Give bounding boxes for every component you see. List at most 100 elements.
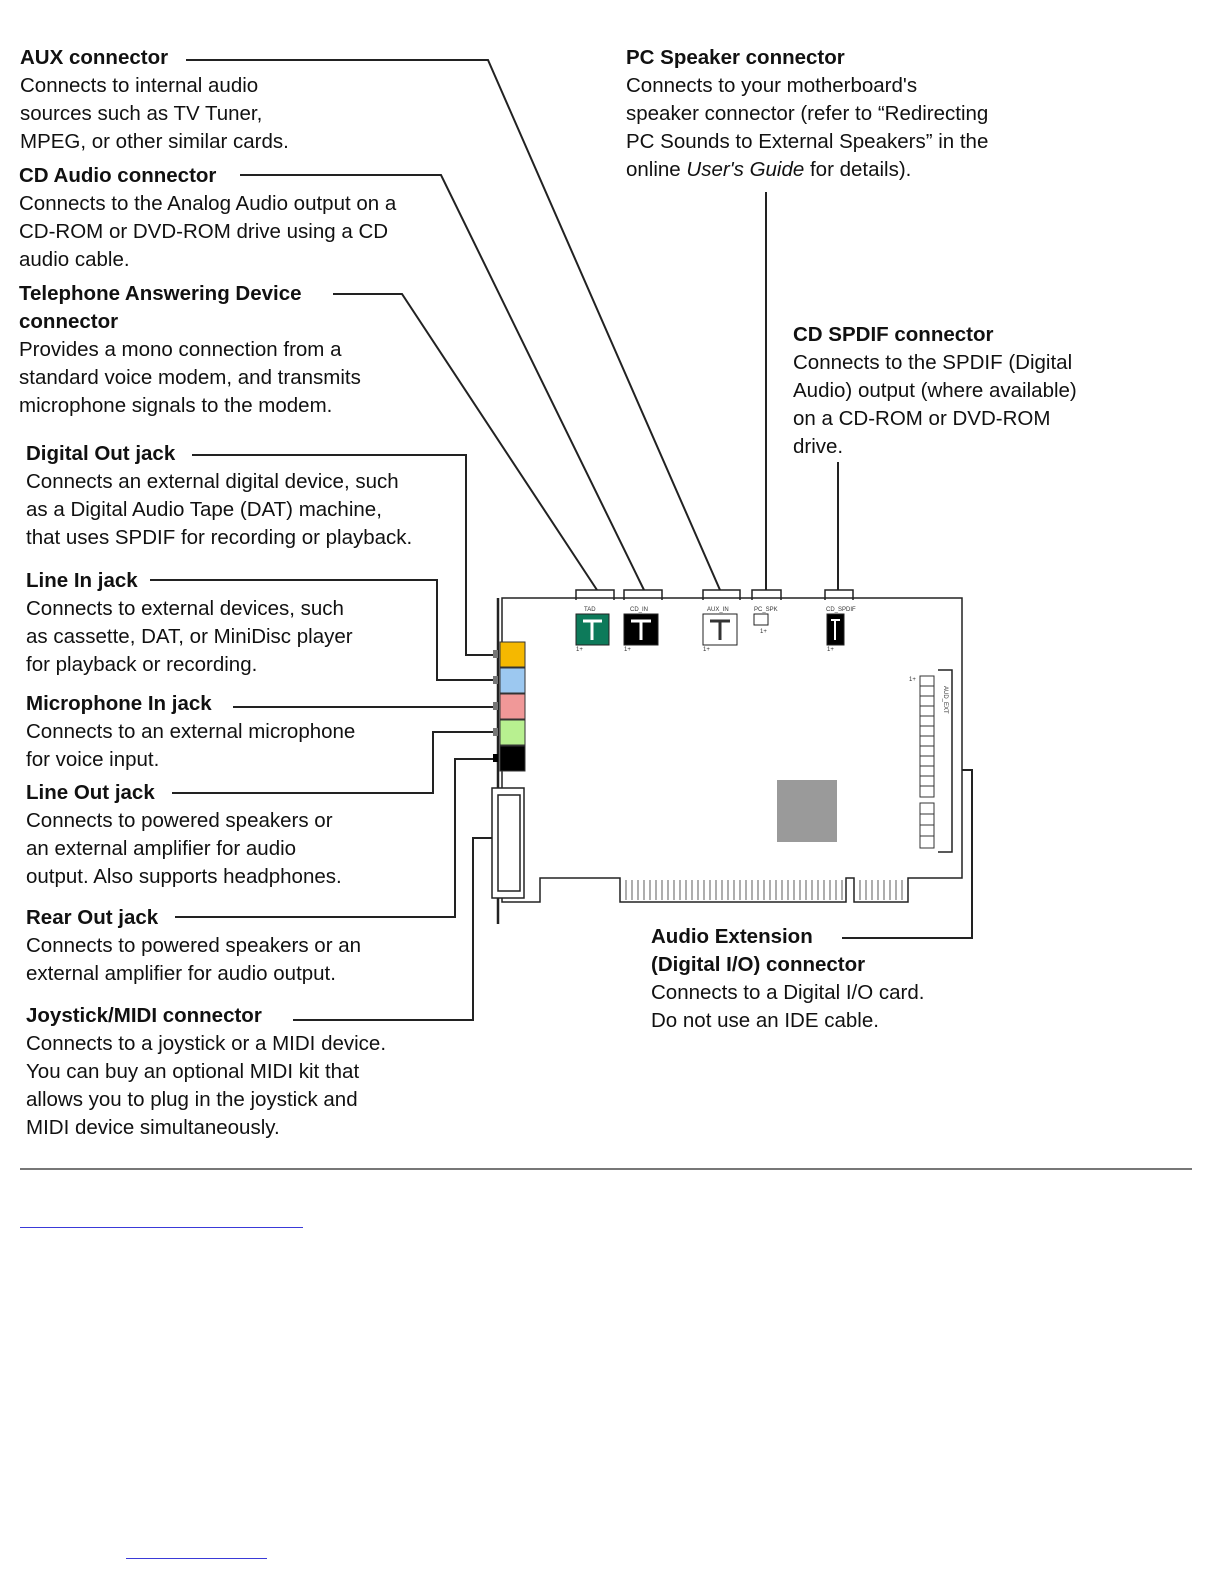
leader-joystick xyxy=(293,837,492,1021)
card-board-outline xyxy=(501,597,963,903)
aux-desc-1: Connects to internal audio xyxy=(20,74,259,97)
mic-in-title: Microphone In jack xyxy=(26,692,212,715)
cd-spdif-callout: CD SPDIF connector Connects to the SPDIF… xyxy=(793,321,1077,461)
leader-cd-audio xyxy=(240,174,645,591)
joystick-title: Joystick/MIDI connector xyxy=(26,1004,262,1027)
tad-desc-2: standard voice modem, and transmits xyxy=(19,366,361,389)
cd-audio-desc-2: CD-ROM or DVD-ROM drive using a CD xyxy=(19,220,389,243)
users-guide-title: User's Guide xyxy=(686,158,805,181)
mic-in-callout: Microphone In jack Connects to an extern… xyxy=(26,690,355,774)
tad-callout: Telephone Answering Device connector Pro… xyxy=(19,280,361,420)
board-label-pin1-pc-spk: 1+ xyxy=(760,629,767,635)
pc-speaker-desc-4-prefix: online xyxy=(626,158,687,181)
line-out-title: Line Out jack xyxy=(26,781,155,804)
tad-title-2: connector xyxy=(19,310,119,333)
board-label-pc-spk: PC_SPK xyxy=(754,607,778,613)
tad-title-1: Telephone Answering Device xyxy=(19,282,302,305)
jack-line-out xyxy=(499,719,526,746)
board-label-pin1-cd-spdif: 1+ xyxy=(827,647,834,653)
board-label-aud-ext: AUD_EXT xyxy=(942,686,948,714)
joystick-desc-3: allows you to plug in the joystick and xyxy=(26,1088,358,1111)
pc-speaker-desc-2: speaker connector (refer to “Redirecting xyxy=(626,102,989,125)
line-out-desc-2: an external amplifier for audio xyxy=(26,837,297,860)
rear-out-title: Rear Out jack xyxy=(26,906,159,929)
digital-out-title: Digital Out jack xyxy=(26,442,176,465)
digital-out-callout: Digital Out jack Connects an external di… xyxy=(26,440,412,552)
joystick-desc-4: MIDI device simultaneously. xyxy=(26,1116,280,1139)
board-label-tad: TAD xyxy=(584,607,596,613)
audio-ext-desc-2: Do not use an IDE cable. xyxy=(651,1009,879,1032)
leader-line-in xyxy=(150,579,497,681)
mic-in-desc-2: for voice input. xyxy=(26,748,160,771)
audio-ext-title-2: (Digital I/O) connector xyxy=(651,953,866,976)
cd-spdif-desc-2: Audio) output (where available) xyxy=(793,379,1077,402)
jack-rear-out xyxy=(499,745,526,772)
cd-audio-desc-3: audio cable. xyxy=(19,248,130,271)
jack-digital-out xyxy=(499,641,526,668)
board-label-aux-in: AUX_IN xyxy=(707,607,729,613)
board-label-pin1-aud-ext: 1+ xyxy=(909,677,916,683)
jack-line-in xyxy=(499,667,526,694)
line-in-desc-3: for playback or recording. xyxy=(26,653,258,676)
board-label-pin1-aux-in: 1+ xyxy=(703,647,710,653)
edge-pins-small xyxy=(859,880,903,900)
digital-out-desc-3: that uses SPDIF for recording or playbac… xyxy=(26,526,413,549)
leader-line-out xyxy=(172,731,497,794)
tad-desc-3: microphone signals to the modem. xyxy=(19,394,333,417)
board-label-pin1-tad: 1+ xyxy=(576,647,583,653)
line-out-desc-1: Connects to powered speakers or xyxy=(26,809,333,832)
line-in-desc-1: Connects to external devices, such xyxy=(26,597,344,620)
digital-out-desc-1: Connects an external digital device, suc… xyxy=(26,470,399,493)
line-out-callout: Line Out jack Connects to powered speake… xyxy=(26,779,342,891)
line-in-desc-2: as cassette, DAT, or MiniDisc player xyxy=(26,625,353,648)
cd-spdif-desc-3: on a CD-ROM or DVD-ROM xyxy=(793,407,1051,430)
pc-speaker-title: PC Speaker connector xyxy=(626,46,845,69)
rear-out-desc-2: external amplifier for audio output. xyxy=(26,962,336,985)
edge-pins-main xyxy=(625,880,843,900)
mic-in-desc-1: Connects to an external microphone xyxy=(26,720,356,743)
joystick-desc-1: Connects to a joystick or a MIDI device. xyxy=(26,1032,387,1055)
pc-speaker-desc-3: PC Sounds to External Speakers” in the xyxy=(626,130,989,153)
joystick-desc-2: You can buy an optional MIDI kit that xyxy=(26,1060,360,1083)
connector-pc-spk xyxy=(753,613,769,626)
pc-speaker-callout: PC Speaker connector Connects to your mo… xyxy=(626,44,988,184)
footer-link-2[interactable] xyxy=(126,1558,267,1559)
pc-speaker-desc-4: online User's Guide for details). xyxy=(626,156,988,184)
leader-digital-out xyxy=(192,454,497,656)
pc-speaker-desc-4-suffix: for details). xyxy=(804,158,912,181)
audio-ext-callout: Audio Extension (Digital I/O) connector … xyxy=(651,923,924,1035)
audio-chip xyxy=(777,780,837,842)
cd-spdif-title: CD SPDIF connector xyxy=(793,323,994,346)
cd-spdif-desc-4: drive. xyxy=(793,435,844,458)
cd-audio-callout: CD Audio connector Connects to the Analo… xyxy=(19,162,396,274)
pc-speaker-desc-1: Connects to your motherboard's xyxy=(626,74,918,97)
audio-ext-title-1: Audio Extension xyxy=(651,925,813,948)
cd-spdif-desc-1: Connects to the SPDIF (Digital xyxy=(793,351,1073,374)
page-divider xyxy=(20,1168,1192,1170)
leader-tad xyxy=(333,293,598,591)
board-label-cd-in: CD_IN xyxy=(630,607,648,613)
cd-audio-title: CD Audio connector xyxy=(19,164,217,187)
line-out-desc-3: output. Also supports headphones. xyxy=(26,865,342,888)
tad-desc-1: Provides a mono connection from a xyxy=(19,338,342,361)
aux-callout: AUX connector Connects to internal audio… xyxy=(20,44,289,156)
jack-mic-in xyxy=(499,693,526,720)
aux-desc-2: sources such as TV Tuner, xyxy=(20,102,263,125)
board-label-pin1-cd-in: 1+ xyxy=(624,647,631,653)
joystick-callout: Joystick/MIDI connector Connects to a jo… xyxy=(26,1002,386,1142)
footer-link-1[interactable] xyxy=(20,1227,303,1228)
leader-aux xyxy=(186,59,721,591)
rear-out-callout: Rear Out jack Connects to powered speake… xyxy=(26,904,361,988)
aux-desc-3: MPEG, or other similar cards. xyxy=(20,130,289,153)
cd-audio-desc-1: Connects to the Analog Audio output on a xyxy=(19,192,397,215)
sound-card-diagram: TAD CD_IN AUX_IN PC_SPK CD_SPDIF 1+ 1+ 1… xyxy=(150,59,973,1021)
leader-rear-out xyxy=(175,758,497,918)
aud-ext-header xyxy=(919,669,953,853)
line-in-title: Line In jack xyxy=(26,569,138,592)
line-in-callout: Line In jack Connects to external device… xyxy=(26,567,353,679)
audio-ext-desc-1: Connects to a Digital I/O card. xyxy=(651,981,925,1004)
board-label-cd-spdif: CD_SPDIF xyxy=(826,607,856,613)
digital-out-desc-2: as a Digital Audio Tape (DAT) machine, xyxy=(26,498,382,521)
aux-title: AUX connector xyxy=(20,46,169,69)
rear-out-desc-1: Connects to powered speakers or an xyxy=(26,934,362,957)
